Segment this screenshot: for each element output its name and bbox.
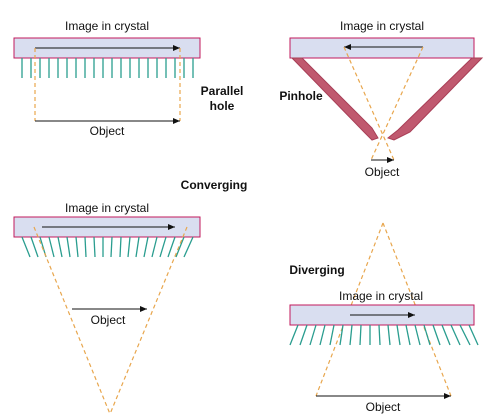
pinhole-ray-1 [343, 46, 395, 161]
diverging-image-label: Image in crystal [339, 289, 423, 303]
diverging-object-label: Object [366, 400, 401, 414]
converging-septa [21, 236, 194, 258]
pinhole-crystal [289, 37, 475, 59]
parallel-hole-title-line2: hole [210, 99, 235, 113]
parallel-image-label: Image in crystal [65, 19, 149, 33]
pinhole-collimator-left-wall [290, 57, 379, 141]
converging-image-label: Image in crystal [65, 201, 149, 215]
pinhole-image-label: Image in crystal [340, 19, 424, 33]
converging-ray-left [33, 226, 111, 415]
pinhole-ray-2 [370, 46, 424, 161]
diverging-septa [289, 324, 479, 346]
pinhole-panel: Image in crystal Object [289, 19, 484, 179]
parallel-hole-title-line1: Parallel [201, 84, 244, 98]
diverging-title: Diverging [289, 263, 344, 277]
pinhole-collimator-right-wall [386, 57, 484, 141]
pinhole-title: Pinhole [279, 89, 323, 103]
pinhole-object-label: Object [365, 165, 400, 179]
parallel-hole-panel: Image in crystal Object [13, 19, 201, 138]
converging-ray-right [109, 226, 188, 415]
converging-panel: Image in crystal Object [13, 201, 201, 415]
converging-title: Converging [181, 178, 248, 192]
converging-object-label: Object [91, 313, 126, 327]
parallel-septa [21, 58, 194, 78]
diverging-panel: Image in crystal Object [289, 222, 479, 414]
parallel-object-label: Object [90, 124, 125, 138]
